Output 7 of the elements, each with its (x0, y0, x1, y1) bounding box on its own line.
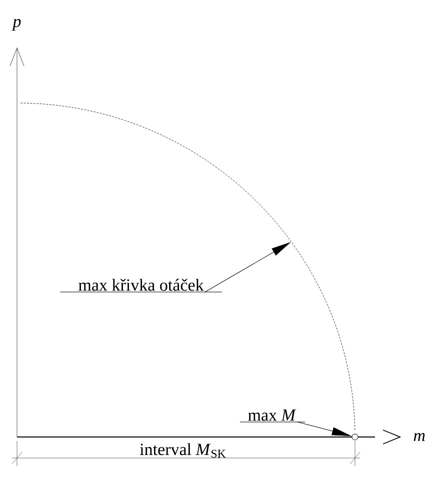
leader-line (204, 242, 290, 292)
dimension-label: interval M$_{SK}$ (140, 443, 226, 458)
underlined-label: max křivka otáček (60, 278, 222, 292)
axis-label: m (414, 433, 425, 441)
underlined-label: max M (240, 410, 306, 422)
axis-label: p (12, 18, 21, 31)
leader-line (297, 422, 351, 436)
